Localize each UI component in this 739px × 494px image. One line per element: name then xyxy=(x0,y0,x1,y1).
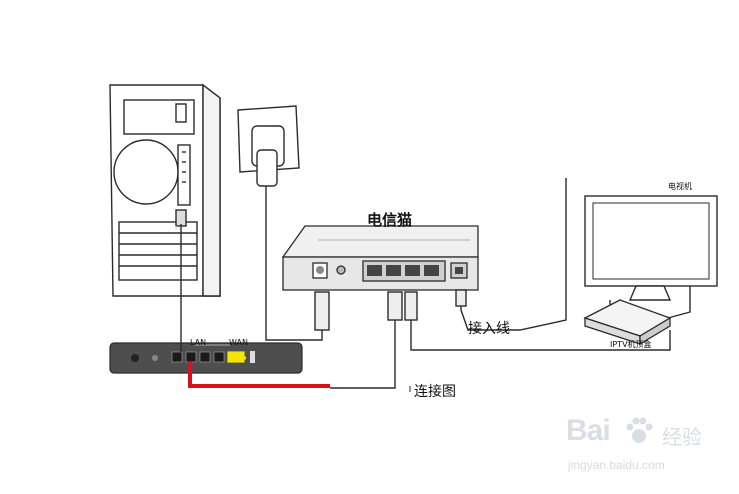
diagram-caption: 连接图 xyxy=(414,384,456,400)
wall-socket-adapter xyxy=(237,105,300,195)
tv-label: 电视机 xyxy=(668,182,692,191)
pc-tower xyxy=(109,83,221,297)
watermark-url: jingyan.baidu.com xyxy=(568,458,665,472)
wireless-router xyxy=(109,342,303,374)
wan-port-label: WAN xyxy=(229,338,248,347)
access-line-label: 接入线 xyxy=(468,321,510,337)
television xyxy=(584,195,718,301)
watermark-brand: Bai xyxy=(566,414,611,447)
lan-port-label: LAN xyxy=(190,338,207,347)
baidu-jingyan-watermark: Bai 经验 jingyan.baidu.com xyxy=(566,408,716,478)
cables xyxy=(175,178,691,389)
modem-label: 电信猫 xyxy=(367,211,413,229)
paw-icon xyxy=(626,417,653,443)
red-cable xyxy=(188,362,330,388)
iptv-set-top-box xyxy=(583,299,672,346)
telecom-modem xyxy=(281,225,479,291)
watermark-brand-cn: 经验 xyxy=(662,425,702,449)
iptv-box-label: IPTV机顶盒 xyxy=(610,340,652,349)
